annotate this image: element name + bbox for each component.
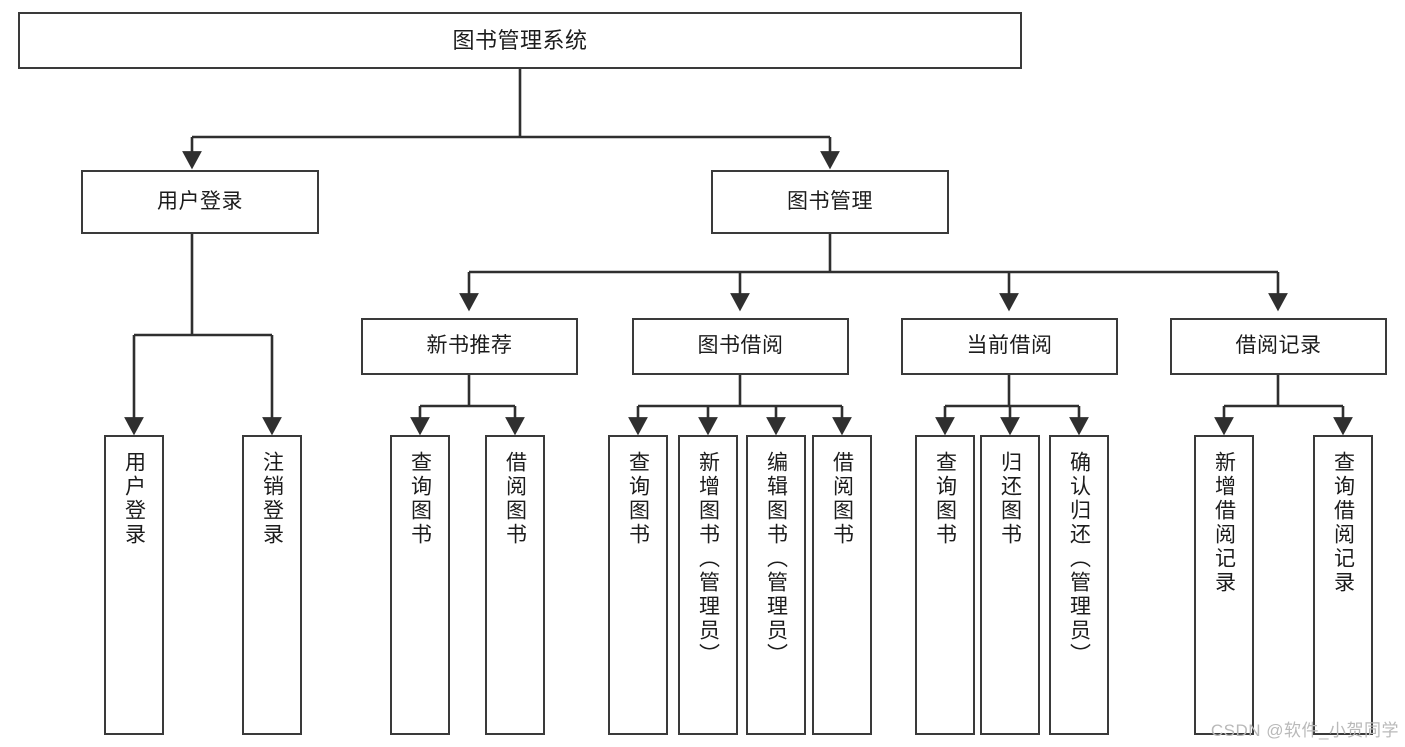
leaf-query-book-newbook[interactable]: 查询图书	[390, 435, 450, 735]
node-label: 注销登录	[260, 451, 284, 547]
node-label: 图书管理系统	[452, 27, 588, 53]
node-user-login[interactable]: 用户登录	[81, 170, 319, 234]
node-borrow-record[interactable]: 借阅记录	[1170, 318, 1387, 375]
leaf-user-login[interactable]: 用户登录	[104, 435, 164, 735]
leaf-edit-book-admin[interactable]: 编辑图书（管理员）	[746, 435, 806, 735]
leaf-add-book-admin[interactable]: 新增图书（管理员）	[678, 435, 738, 735]
node-label: 图书管理	[787, 189, 873, 213]
node-book-borrow[interactable]: 图书借阅	[632, 318, 849, 375]
node-new-book-recommend[interactable]: 新书推荐	[361, 318, 578, 375]
node-label: 图书借阅	[697, 334, 784, 358]
node-label: 编辑图书（管理员）	[764, 451, 788, 667]
node-label: 借阅图书	[503, 451, 527, 547]
watermark-text: CSDN @软件_小贺同学	[1210, 721, 1399, 740]
leaf-borrow-book[interactable]: 借阅图书	[812, 435, 872, 735]
node-label: 当前借阅	[966, 334, 1053, 358]
node-label: 查询图书	[933, 451, 957, 547]
node-label: 借阅记录	[1235, 334, 1322, 358]
node-label: 确认归还（管理员）	[1067, 451, 1091, 667]
node-book-management[interactable]: 图书管理	[711, 170, 949, 234]
node-label: 借阅图书	[830, 451, 854, 547]
node-label: 查询借阅记录	[1331, 451, 1355, 595]
node-label: 用户登录	[122, 451, 146, 547]
leaf-add-borrow-record[interactable]: 新增借阅记录	[1194, 435, 1254, 735]
node-label: 用户登录	[157, 189, 243, 213]
node-current-borrow[interactable]: 当前借阅	[901, 318, 1118, 375]
node-label: 新增图书（管理员）	[696, 451, 720, 667]
node-label: 新增借阅记录	[1212, 451, 1236, 595]
leaf-confirm-return-admin[interactable]: 确认归还（管理员）	[1049, 435, 1109, 735]
node-label: 归还图书	[998, 451, 1022, 547]
leaf-query-book-borrow[interactable]: 查询图书	[608, 435, 668, 735]
node-root-system[interactable]: 图书管理系统	[18, 12, 1022, 69]
node-label: 新书推荐	[426, 334, 513, 358]
leaf-return-book[interactable]: 归还图书	[980, 435, 1040, 735]
leaf-query-borrow-record[interactable]: 查询借阅记录	[1313, 435, 1373, 735]
leaf-logout[interactable]: 注销登录	[242, 435, 302, 735]
node-label: 查询图书	[408, 451, 432, 547]
leaf-borrow-book-newbook[interactable]: 借阅图书	[485, 435, 545, 735]
leaf-query-book-current[interactable]: 查询图书	[915, 435, 975, 735]
node-label: 查询图书	[626, 451, 650, 547]
